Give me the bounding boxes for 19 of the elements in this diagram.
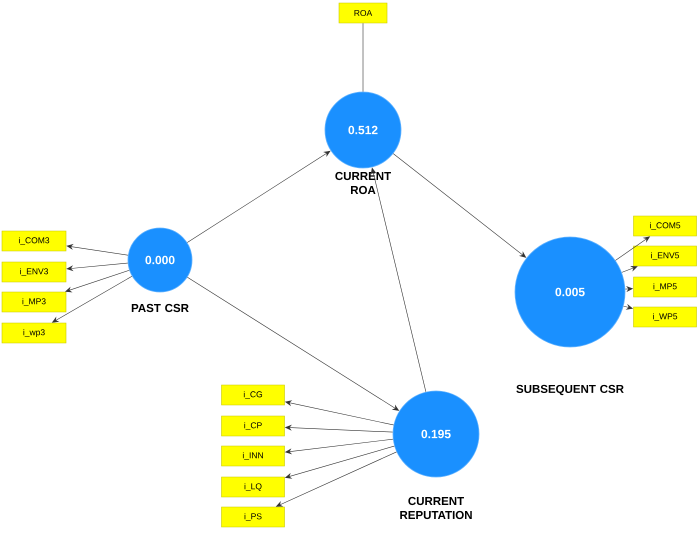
- indicator-box: i_WP5: [633, 306, 697, 328]
- indicator-box: i_INN: [221, 446, 285, 466]
- indicator-box: i_COM5: [633, 216, 697, 236]
- construct-name: CURRENT ROA: [335, 172, 391, 194]
- construct-name: SUBSEQUENT CSR: [516, 384, 624, 396]
- construct-name: PAST CSR: [132, 304, 189, 312]
- indicator-box: i_wp3: [2, 322, 66, 344]
- indicator-box: i_COM3: [2, 230, 66, 252]
- arrow: [392, 153, 526, 258]
- indicator-box: i_CP: [221, 416, 285, 436]
- indicator-box: ROA: [338, 2, 388, 24]
- indicator-box: i_PS: [221, 506, 285, 528]
- construct-name: CURRENT REPUTATION: [400, 496, 472, 520]
- indicator-box: i_ENV3: [2, 262, 66, 282]
- indicator-box: i_MP5: [633, 276, 697, 298]
- indicator-box: i_CG: [221, 384, 285, 406]
- indicator-box: i_LQ: [221, 476, 285, 498]
- indicator-box: i_MP3: [2, 292, 66, 312]
- indicator-box: i_ENV5: [633, 246, 697, 266]
